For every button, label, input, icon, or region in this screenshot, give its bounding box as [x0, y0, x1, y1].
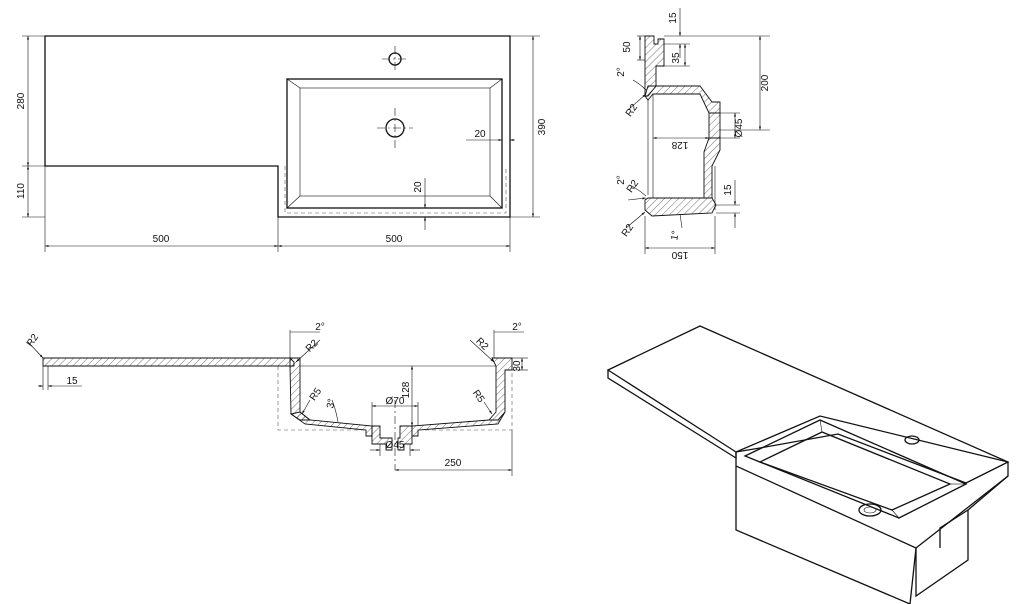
front-dim-radius-bowl-left: R5 [308, 386, 325, 403]
iso-waste-hole-icon [858, 503, 882, 517]
isometric-view [606, 325, 1010, 604]
front-dim-radius-left: R2 [25, 332, 42, 349]
dim-rim-bottom: 20 [413, 181, 424, 193]
front-section-floor-left [289, 411, 373, 437]
front-dim-outlet-diameter: Ø70 [386, 396, 405, 407]
side-dim-draft-lower: 2° [616, 175, 627, 185]
side-dim-bowl-depth: 128 [671, 139, 688, 150]
front-dim-radius-bowl-right: R5 [470, 388, 487, 405]
side-dim-draft-top: 2° [616, 67, 627, 77]
front-dim-thickness-left: 15 [66, 376, 78, 387]
front-dim-floor-angle: 3° [325, 398, 337, 409]
waste-hole-icon [377, 108, 413, 148]
top-outline [44, 35, 511, 218]
skirt-hidden-outline [284, 166, 507, 214]
bowl-outer-rim [286, 78, 503, 209]
side-view: 15 50 35 200 128 Ø45 2° R2 2° R2 15 R2 [616, 8, 771, 260]
iso-tap-hole-icon [904, 435, 920, 445]
iso-bowl-front [735, 466, 917, 604]
side-dim-floor-slope: 1° [669, 230, 681, 241]
dim-height-bottom: 110 [16, 183, 27, 199]
bowl-inner [299, 87, 491, 197]
side-dim-skirt: 15 [723, 184, 734, 196]
dim-rim-side: 20 [474, 129, 486, 140]
side-section-top [644, 85, 721, 114]
side-section-front-wall [703, 137, 721, 199]
front-section-left-wall [289, 357, 312, 421]
front-dim-bowl-depth: 128 [401, 381, 412, 398]
side-dim-radius-lower: R2 [625, 178, 642, 195]
side-dim-lip-height: 50 [622, 41, 633, 53]
front-section-shelf [42, 357, 295, 367]
front-section-waste [371, 425, 393, 451]
side-dim-waste-diameter: Ø45 [734, 118, 745, 137]
iso-bowl-right [915, 475, 1009, 598]
side-section-waste [708, 112, 721, 139]
dim-height-top: 280 [16, 92, 27, 109]
top-view: 280 110 390 500 500 20 20 [16, 35, 548, 252]
side-dim-lip-top: 15 [668, 12, 679, 24]
front-dim-rim-height: 30 [512, 360, 523, 372]
front-dim-waste-diameter: Ø45 [386, 440, 405, 451]
front-section: R2 15 2° R2 2° R2 30 128 R5 3° Ø70 R5 [25, 322, 528, 476]
iso-shelf-top [606, 325, 1010, 484]
dim-width-right: 500 [386, 234, 403, 245]
front-dim-radius-inner-right: R2 [473, 336, 490, 353]
front-dim-draft-left: 2° [315, 322, 325, 333]
side-dim-base-width: 150 [671, 249, 688, 260]
front-dim-waste-offset: 250 [445, 458, 462, 469]
dim-width-left: 500 [153, 234, 170, 245]
side-dim-radius-bottom: R2 [620, 222, 637, 239]
side-dim-lip-inner: 35 [671, 52, 682, 64]
tap-hole-icon [382, 46, 408, 72]
side-dim-radius-top: R2 [624, 102, 641, 119]
side-dim-depth-total: 200 [760, 74, 771, 91]
front-section-floor-right [411, 411, 506, 437]
dim-height-total: 390 [537, 118, 548, 135]
side-section-bottom [644, 197, 717, 217]
front-dim-draft-right: 2° [512, 322, 522, 333]
front-section-right-wall [488, 357, 513, 421]
